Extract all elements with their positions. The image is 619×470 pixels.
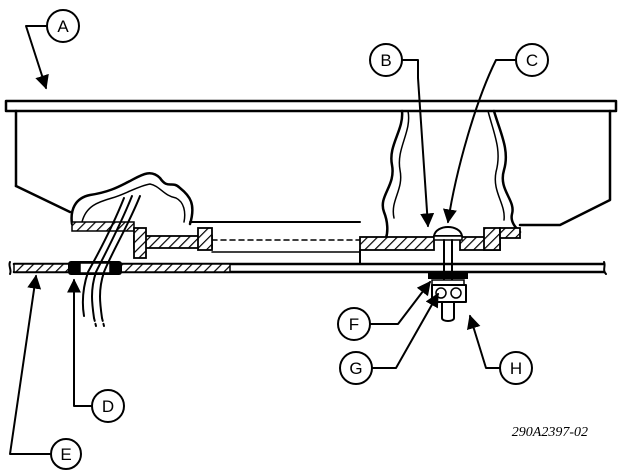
callout-label-g: G: [349, 359, 362, 378]
callout-label-e: E: [60, 445, 71, 464]
callout-label-c: C: [526, 51, 538, 70]
right-cutaway: [381, 109, 522, 240]
cover-housing: [4, 99, 618, 227]
callout-a: A: [46, 9, 80, 43]
callout-label-a: A: [57, 17, 69, 36]
figure-number: 290A2397-02: [512, 425, 588, 440]
callout-d: D: [91, 389, 125, 423]
leader-lines: [9, 25, 517, 455]
left-cutaway: [70, 172, 194, 232]
callout-label-b: B: [380, 51, 391, 70]
callout-label-f: F: [349, 315, 359, 334]
callout-h: H: [499, 351, 533, 385]
callout-label-d: D: [102, 397, 114, 416]
grommet-and-wires: [68, 195, 141, 327]
callout-c: C: [515, 43, 549, 77]
mounting-bracket: [133, 227, 521, 265]
callout-g: G: [339, 351, 373, 385]
callout-f: F: [337, 307, 371, 341]
callout-b: B: [369, 43, 403, 77]
callout-label-h: H: [510, 359, 522, 378]
callout-e: E: [50, 438, 82, 470]
